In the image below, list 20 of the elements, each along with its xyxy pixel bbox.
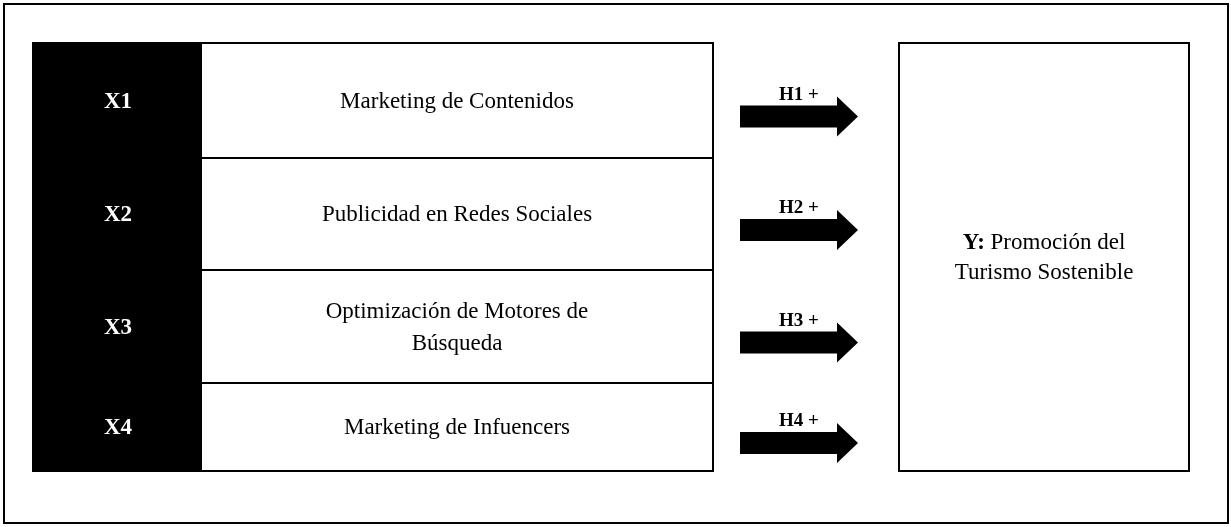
variable-code-cell: X2 (34, 159, 202, 269)
variable-code-cell: X4 (34, 384, 202, 470)
variable-code-cell: X1 (34, 44, 202, 157)
block-arrow (740, 210, 858, 250)
variable-row (32, 382, 714, 472)
outcome-box (898, 42, 1190, 472)
edge-label: H2 + (779, 197, 819, 216)
variable-code-cell: X3 (34, 271, 202, 382)
variable-row (32, 157, 714, 271)
variable-name-cell-text: Marketing de Contenidos (339, 86, 575, 115)
edge-label: H4 + (779, 410, 819, 429)
variable-name-cell-text: Publicidad en Redes Sociales (320, 200, 594, 229)
variable-name-cell-text: Optimización de Motores de Búsqueda (324, 297, 590, 357)
variable-name-cell-text: Marketing de Infuencers (342, 413, 572, 442)
outcome-text: Y: Promoción del Turismo Sostenible (953, 228, 1135, 286)
variable-row (32, 269, 714, 384)
block-arrow (740, 423, 858, 463)
block-arrow (740, 96, 858, 137)
block-arrow (740, 322, 858, 363)
variable-row (32, 42, 714, 159)
